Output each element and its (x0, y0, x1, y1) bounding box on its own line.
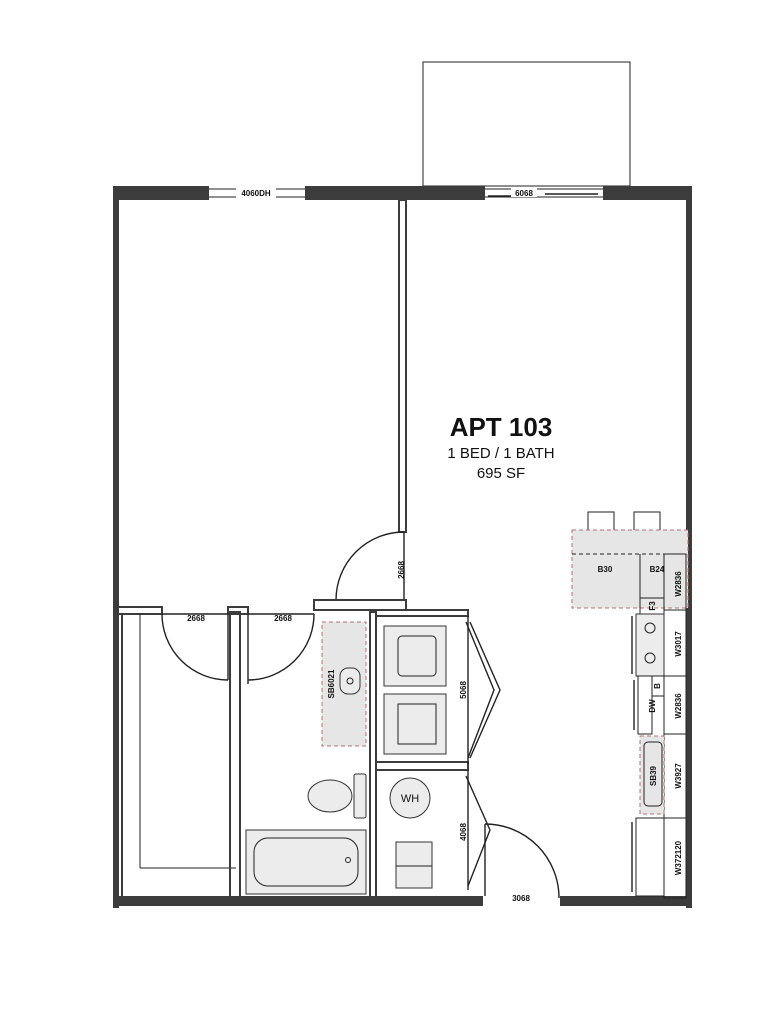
apt-layout: 1 BED / 1 BATH (447, 445, 554, 462)
entry-door-label: 3068 (512, 894, 530, 903)
closet-door: 2668 (161, 613, 229, 681)
bedroom-south-wall (115, 599, 407, 615)
base-cabinet-label: B24 (650, 565, 665, 574)
kitchen-base: F3 B DW SB39 (631, 597, 665, 897)
wall-cab-2-label: W2836 (674, 693, 683, 719)
kitchen-bar: B30 B24 (571, 511, 689, 609)
living-slider-door: 6068 (485, 188, 603, 198)
bath-door: 2668 (247, 613, 315, 684)
laundry-door-label: 5068 (459, 681, 468, 699)
apt-area: 695 SF (477, 465, 525, 482)
balcony-outline (422, 61, 631, 187)
base-small-label: B (653, 683, 662, 689)
toilet (307, 773, 367, 819)
closet-walls (115, 611, 241, 899)
closet-door-label: 2668 (187, 614, 205, 623)
wh-door-label: 4068 (459, 823, 468, 841)
apt-name: APT 103 (450, 412, 553, 442)
apartment-label: APT 103 1 BED / 1 BATH 695 SF (447, 412, 554, 482)
wall-cab-1-label: W2836 (674, 571, 683, 597)
bar-cabinet-label: B30 (598, 565, 613, 574)
window-label: 4060DH (241, 189, 271, 198)
entry-door: 3068 (484, 823, 560, 903)
bathtub (245, 829, 367, 895)
bedroom-window: 4060DH (209, 188, 305, 198)
bath-vanity: SB6021 (321, 621, 367, 747)
bedroom-door-label: 2668 (397, 561, 406, 579)
wall-cab-sink-label: W3927 (674, 763, 683, 789)
kitchen-wall-cabinets: W2836 W3017 W2836 W3927 W372120 (663, 553, 687, 899)
laundry-closet: 5068 (383, 616, 501, 764)
dishwasher-label: DW (648, 699, 657, 713)
filler-label: F3 (648, 601, 657, 611)
bedroom-door: 2668 (335, 531, 406, 601)
wall-cab-range-label: W3017 (674, 631, 683, 657)
exterior-walls (113, 186, 692, 908)
sink-base-label: SB39 (649, 765, 658, 786)
wh-label: WH (401, 793, 419, 805)
wall-bed-living (398, 199, 407, 533)
bath-door-label: 2668 (274, 614, 292, 623)
bathroom-walls (369, 609, 469, 899)
bath-sink-label: SB6021 (327, 669, 336, 698)
slider-label: 6068 (515, 189, 533, 198)
wall-cab-fridge-label: W372120 (674, 840, 683, 875)
water-heater-closet: WH 4068 (389, 770, 491, 890)
